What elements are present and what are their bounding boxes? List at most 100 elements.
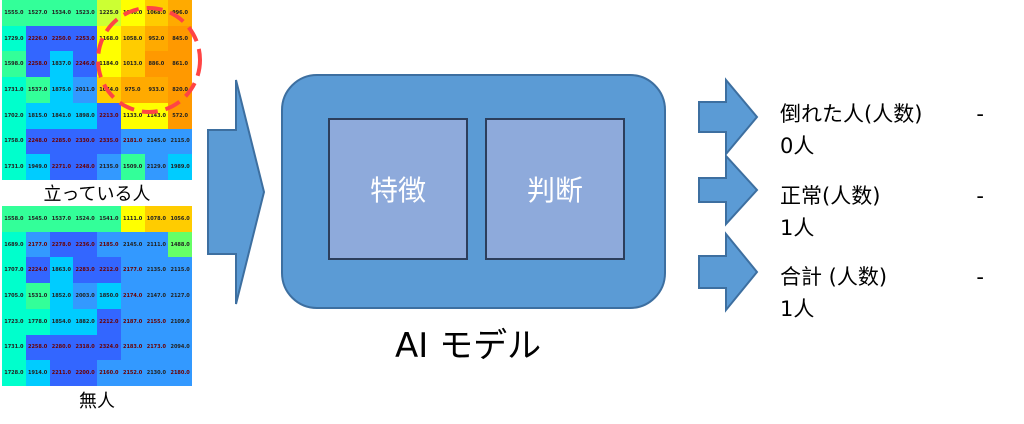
heatmap-empty-cell: 1723.0 [2, 308, 26, 335]
heatmap-standing-cell: 2253.0 [73, 25, 97, 52]
heatmap-standing-cell: 2271.0 [49, 154, 74, 180]
heatmap-empty-cell: 1863.0 [49, 257, 74, 284]
heatmap-empty-cell: 1078.0 [144, 206, 169, 232]
output-normal-label: 正常(人数) [780, 184, 881, 208]
heatmap-empty-cell: 2224.0 [25, 257, 50, 284]
heatmap-standing-cell: 1527.0 [25, 0, 50, 26]
heatmap-empty-cell: 2258.0 [25, 334, 50, 361]
heatmap-empty-cell: 2130.0 [144, 360, 169, 386]
output-total-dash: - [976, 265, 984, 289]
heatmap-empty-cell: 1882.0 [73, 308, 97, 335]
output-normal-value: 1人 [780, 216, 815, 240]
heatmap-standing-cell: 996.0 [168, 0, 192, 26]
heatmap-empty-cell: 2180.0 [168, 360, 192, 386]
heatmap-empty-cell: 1541.0 [97, 206, 121, 232]
heatmap-standing-cell: 845.0 [168, 25, 192, 52]
heatmap-standing-cell: 1058.0 [120, 25, 145, 52]
heatmap-standing-cell: 2115.0 [168, 128, 192, 155]
heatmap-standing-cell: 1989.0 [168, 154, 192, 180]
heatmap-empty-cell: 2200.0 [73, 360, 97, 386]
heatmap-standing-cell: 1133.0 [120, 102, 145, 129]
heatmap-empty-cell: 2177.0 [25, 231, 50, 258]
heatmap-empty-cell: 2177.0 [120, 257, 145, 284]
heatmap-empty-cell: 2318.0 [73, 334, 97, 361]
heatmap-empty-cell: 2278.0 [49, 231, 74, 258]
caption-standing: 立っている人 [43, 184, 151, 205]
heatmap-standing-cell: 2335.0 [97, 128, 121, 155]
heatmap-empty-cell: 2283.0 [73, 257, 97, 284]
heatmap-standing-cell: 1013.0 [120, 51, 145, 78]
heatmap-standing-cell: 2011.0 [73, 77, 97, 103]
heatmap-empty-cell: 2187.0 [120, 308, 145, 335]
heatmap-empty-cell: 1056.0 [168, 206, 192, 232]
heatmap-empty-cell: 2160.0 [97, 360, 121, 386]
output-total: 合計 (人数) - 1人 [780, 261, 1010, 325]
heatmap-empty-cell: 2094.0 [168, 334, 192, 361]
heatmap-empty-cell: 1524.0 [73, 206, 97, 232]
heatmap-standing-cell: 886.0 [144, 51, 169, 78]
heatmap-standing-cell: 2135.0 [97, 154, 121, 180]
heatmap-empty-cell: 1705.0 [2, 283, 26, 309]
heatmap-standing-cell: 2248.0 [25, 128, 50, 155]
judge-box: 判断 [485, 118, 625, 260]
heatmap-empty-cell: 2174.0 [120, 283, 145, 309]
output-total-label: 合計 (人数) [780, 265, 888, 289]
heatmap-empty-cell: 1778.0 [25, 308, 50, 335]
heatmap-empty-cell: 2280.0 [49, 334, 74, 361]
heatmap-standing-cell: 2213.0 [97, 102, 121, 129]
heatmap-standing-cell: 861.0 [168, 51, 192, 78]
heatmap-empty-cell: 1545.0 [25, 206, 50, 232]
heatmap-standing-cell: 1841.0 [49, 102, 74, 129]
heatmap-empty-cell: 1731.0 [2, 334, 26, 361]
heatmap-empty-cell: 1850.0 [97, 283, 121, 309]
heatmap-empty-cell: 2111.0 [144, 231, 169, 258]
heatmap-standing-cell: 2145.0 [144, 128, 169, 155]
heatmap-standing-cell: 975.0 [120, 77, 145, 103]
heatmap-empty-cell: 2145.0 [120, 231, 145, 258]
heatmap-empty-cell: 2152.0 [120, 360, 145, 386]
heatmap-empty-cell: 2127.0 [168, 283, 192, 309]
heatmap-standing-cell: 2248.0 [73, 154, 97, 180]
caption-empty: 無人 [79, 391, 115, 412]
heatmap-empty-cell: 1854.0 [49, 308, 74, 335]
heatmap-empty-cell: 2212.0 [97, 308, 121, 335]
feature-box: 特徴 [328, 118, 468, 260]
heatmap-standing-cell: 1731.0 [2, 77, 26, 103]
heatmap-standing-cell: 952.0 [144, 25, 169, 52]
heatmap-empty-cell: 2155.0 [144, 308, 169, 335]
input-arrow [207, 79, 266, 305]
model-title: AI モデル [395, 326, 542, 366]
heatmap-empty-cell: 2147.0 [144, 283, 169, 309]
heatmap-standing-cell: 1143.0 [144, 102, 169, 129]
heatmap-empty-cell: 1558.0 [2, 206, 26, 232]
heatmap-standing-cell: 2258.0 [25, 51, 50, 78]
heatmap-empty-cell: 2324.0 [97, 334, 121, 361]
heatmap-standing-cell: 1537.0 [25, 77, 50, 103]
heatmap-empty-cell: 2236.0 [73, 231, 97, 258]
heatmap-standing-cell: 2330.0 [73, 128, 97, 155]
heatmap-standing-cell: 2129.0 [144, 154, 169, 180]
heatmap-standing-cell: 1509.0 [120, 154, 145, 180]
heatmap-standing-cell: 1815.0 [25, 102, 50, 129]
heatmap-empty-cell: 1914.0 [25, 360, 50, 386]
heatmap-standing-cell: 1875.0 [49, 77, 74, 103]
output-fallen-dash: - [976, 102, 984, 126]
heatmap-empty-cell: 1537.0 [49, 206, 74, 232]
heatmap-standing-cell: 2246.0 [73, 51, 97, 78]
output-fallen-label: 倒れた人(人数) [780, 102, 923, 126]
heatmap-empty-cell: 1488.0 [168, 231, 192, 258]
heatmap-standing-cell: 572.0 [168, 102, 192, 129]
output-arrow-total [698, 231, 759, 313]
heatmap-standing-cell: 1555.0 [2, 0, 26, 26]
heatmap-empty-cell: 1852.0 [49, 283, 74, 309]
heatmap-empty-cell: 1728.0 [2, 360, 26, 386]
heatmap-empty-cell: 2185.0 [97, 231, 121, 258]
heatmap-standing-cell: 1702.0 [2, 102, 26, 129]
highlight-circle [96, 6, 202, 114]
output-arrow-fallen [698, 77, 759, 157]
heatmap-standing-cell: 1184.0 [97, 51, 121, 78]
output-normal-dash: - [976, 184, 984, 208]
heatmap-empty-cell: 1707.0 [2, 257, 26, 284]
heatmap-empty-cell: 2173.0 [144, 334, 169, 361]
